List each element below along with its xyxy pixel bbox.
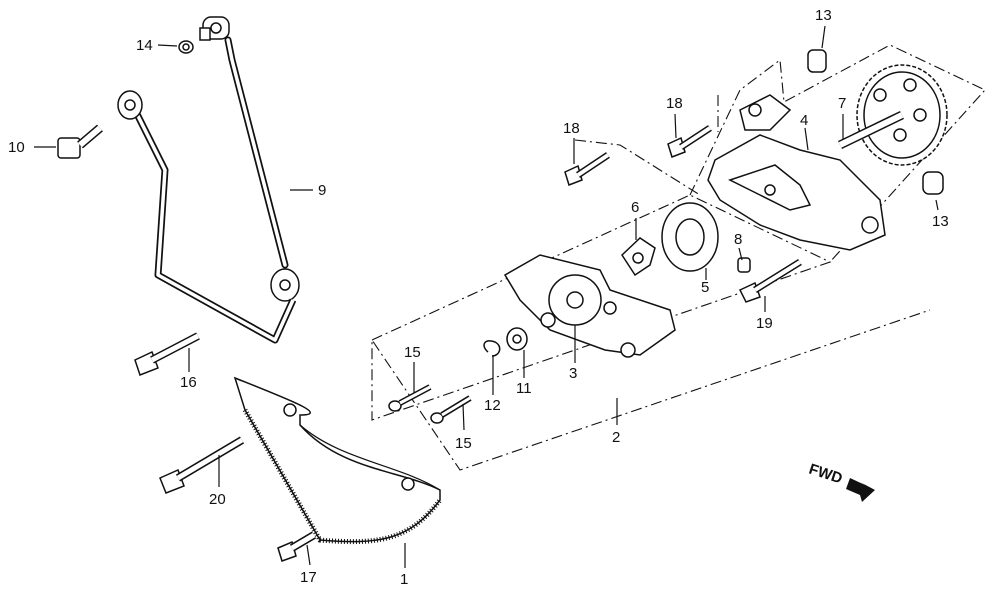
screw-15-upper [388, 384, 432, 412]
dowel-pin-13-right [922, 171, 944, 195]
callout-11: 11 [516, 380, 532, 397]
callout-12: 12 [484, 397, 501, 414]
callout-10: 10 [8, 139, 25, 156]
outer-rotor-5 [661, 202, 719, 272]
oil-pipe-lower [117, 90, 297, 344]
oil-pipe-9 [199, 16, 300, 302]
callout-8: 8 [734, 231, 742, 248]
callout-17: 17 [300, 569, 317, 586]
callout-1: 1 [400, 571, 408, 588]
callout-15-upper: 15 [404, 344, 421, 361]
flange-bolt-16 [134, 332, 200, 376]
sealing-washer-14 [178, 40, 194, 54]
forward-direction-indicator: FWD [807, 461, 875, 502]
bolt-18-right [667, 125, 712, 158]
callout-14: 14 [136, 37, 153, 54]
callout-7: 7 [838, 95, 846, 112]
callout-20: 20 [209, 491, 226, 508]
bolt-10 [57, 124, 103, 159]
callout-13-right: 13 [932, 213, 949, 230]
snap-ring-12 [483, 340, 501, 357]
oil-pump-cover-plate-1 [233, 376, 442, 545]
bolt-17 [277, 531, 317, 562]
inner-rotor-6 [621, 237, 656, 277]
callout-19: 19 [756, 315, 773, 332]
screw-15-lower [430, 395, 472, 424]
callout-2: 2 [612, 429, 620, 446]
flange-bolt-19 [738, 259, 802, 303]
callout-16: 16 [180, 374, 197, 391]
dowel-pin-8 [737, 257, 751, 273]
callout-6: 6 [631, 199, 639, 216]
assembly-outline-left [574, 139, 701, 196]
pump-housing-4 [707, 94, 886, 251]
callout-15-lower: 15 [455, 435, 472, 452]
fwd-label: FWD [807, 461, 845, 488]
dowel-pin-13-top [807, 49, 827, 73]
bolt-18-left [564, 152, 610, 186]
callout-18-right: 18 [666, 95, 683, 112]
callout-3: 3 [569, 365, 577, 382]
pump-body-3 [503, 254, 676, 358]
callout-18-left: 18 [563, 120, 580, 137]
callout-4: 4 [800, 112, 808, 129]
callout-13-top: 13 [815, 7, 832, 24]
flange-bolt-20 [159, 436, 245, 494]
callout-9: 9 [318, 182, 326, 199]
washer-11 [506, 327, 528, 351]
fwd-arrow-icon [846, 478, 875, 502]
leader-lines [34, 25, 939, 568]
driven-gear-7 [838, 64, 948, 166]
assembly-outline-lower [371, 194, 931, 471]
callout-5: 5 [701, 279, 709, 296]
